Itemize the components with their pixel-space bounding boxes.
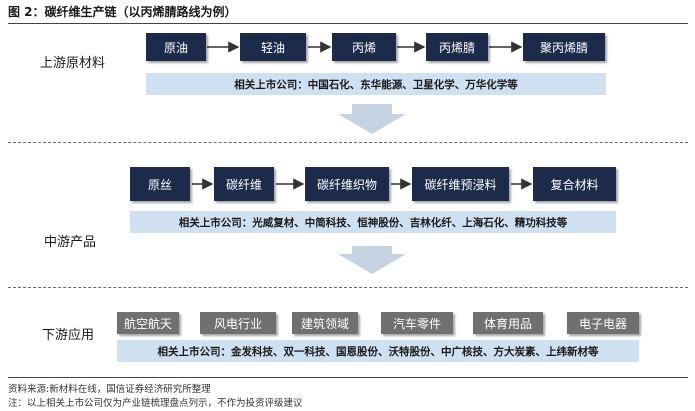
chain-node-propylene: 丙烯 (332, 33, 396, 61)
chain-node-carbon-fiber: 碳纤维 (214, 167, 274, 201)
source-note: 资料来源:新材料在线，国信证券经济研究所整理 (8, 384, 211, 395)
downstream-companies-band: 相关上市公司：金发科技、双一科技、国恩股份、沃特股份、中广核技、方大炭素、上纬新… (117, 340, 639, 362)
midstream-stage-label: 中游产品 (44, 235, 97, 250)
chain-node-crude-oil: 原油 (146, 33, 206, 61)
application-electronics: 电子电器 (567, 312, 639, 334)
downstream-stage-label: 下游应用 (42, 328, 95, 343)
chain-node-polyacrylonitrile: 聚丙烯腈 (523, 33, 605, 61)
upstream-stage-label: 上游原材料 (40, 56, 106, 71)
application-sporting-goods: 体育用品 (473, 312, 543, 334)
application-wind-power: 风电行业 (200, 312, 276, 334)
application-construction: 建筑领域 (292, 312, 358, 334)
divider-1 (8, 142, 688, 143)
midstream-companies-band: 相关上市公司：光威复材、中简科技、恒神股份、吉林化纤、上海石化、精功科技等 (130, 211, 616, 233)
flow-down-arrow-1 (338, 104, 406, 134)
application-aerospace: 航空航天 (117, 312, 179, 334)
divider-2 (8, 287, 688, 288)
bottom-rule (8, 377, 688, 378)
chain-node-light-oil: 轻油 (240, 33, 306, 61)
chain-node-composites: 复合材料 (533, 167, 616, 201)
upstream-companies-band: 相关上市公司：中国石化、东华能源、卫星化学、万华化学等 (146, 73, 606, 95)
chain-node-acrylonitrile: 丙烯腈 (426, 33, 488, 61)
flow-down-arrow-2 (338, 246, 406, 274)
application-auto-parts: 汽车零件 (381, 312, 453, 334)
figure-title: 图 2：碳纤维生产链（以丙烯腈路线为例） (8, 5, 237, 19)
chain-node-precursor: 原丝 (130, 167, 190, 201)
top-rule (8, 23, 688, 24)
chain-node-carbon-fabric: 碳纤维织物 (305, 167, 389, 201)
disclaimer-note: 注：以上相关上市公司仅为产业链梳理盘点列示，不作为投资评级建议 (8, 398, 303, 409)
chain-node-prepreg: 碳纤维预浸料 (412, 167, 509, 201)
